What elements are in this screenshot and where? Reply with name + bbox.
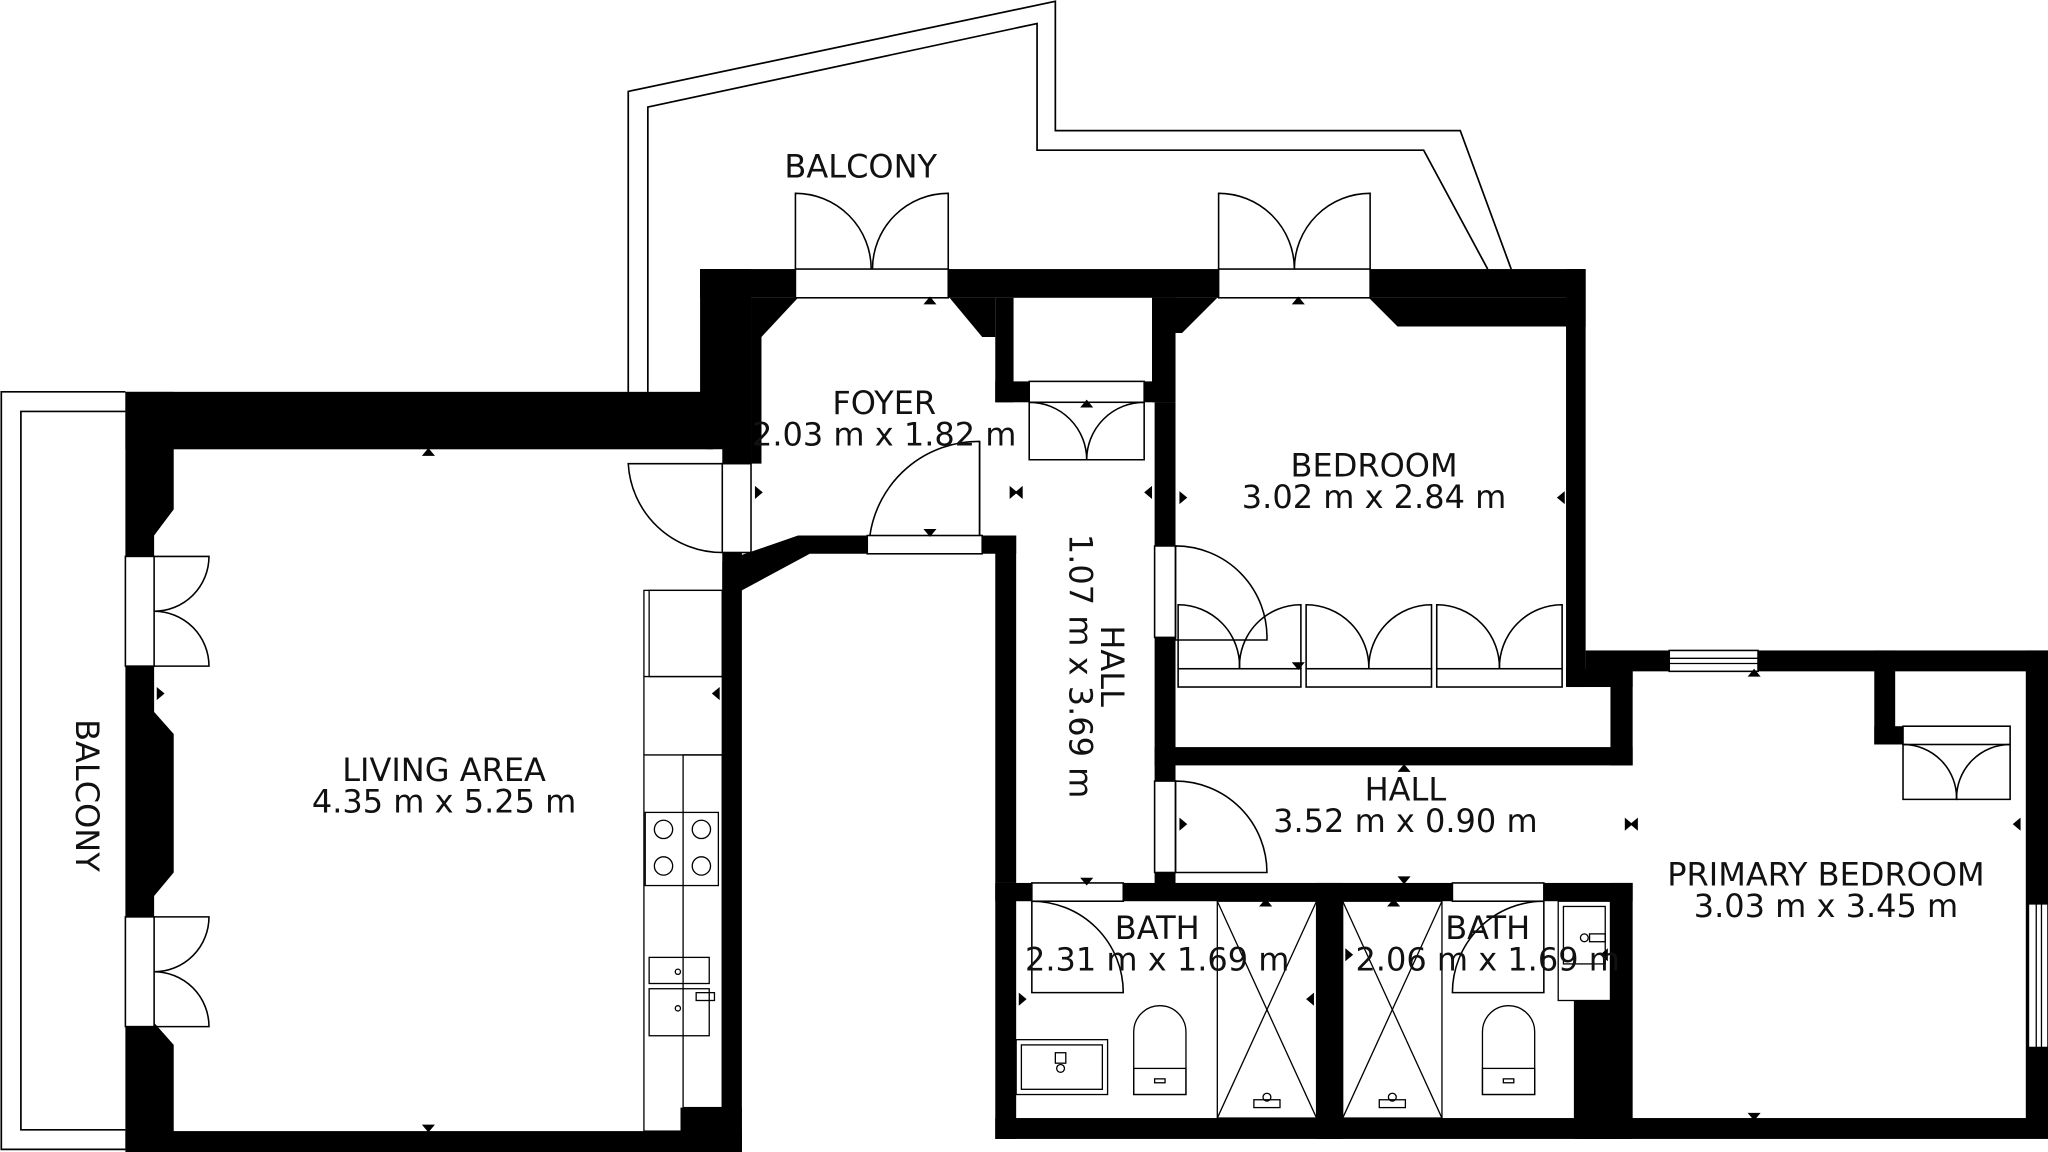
- hall-horizontal-name: HALL: [1365, 771, 1447, 809]
- kitchen-fridge: [648, 589, 723, 678]
- door-bath2-frame: [1451, 882, 1545, 903]
- bath1-left-wall: [995, 882, 1017, 1139]
- window-bedroom-balcony: [1217, 268, 1371, 299]
- bedroom-name: BEDROOM: [1291, 447, 1458, 485]
- door-closet-frame: [1028, 380, 1145, 404]
- door-foyer-hall-frame: [866, 534, 983, 555]
- bath2-right-wall: [1573, 1000, 1614, 1139]
- window-foyer-balcony: [794, 268, 950, 299]
- foyer-size: 2.03 m x 1.82 m: [752, 415, 1016, 453]
- window-living-left-upper: [124, 555, 155, 667]
- foyer-right-chamfer: [949, 297, 996, 337]
- bath-1-size: 2.31 m x 1.69 m: [1025, 940, 1289, 978]
- burner-icon: [691, 856, 712, 876]
- foyer-name: FOYER: [832, 384, 936, 422]
- hall-vertical-size: 1.07 m x 3.69 m: [1062, 534, 1100, 798]
- room-labels: BALCONY BALCONY FOYER 2.03 m x 1.82 m BE…: [68, 148, 1985, 979]
- window-primary-top: [1668, 649, 1759, 673]
- wardrobe-top-wall: [1566, 668, 1633, 688]
- door-bedroom-frame: [1153, 545, 1177, 639]
- closet-left-wall: [995, 297, 1014, 403]
- living-left-wall: [125, 391, 174, 1150]
- bedroom-size: 3.02 m x 2.84 m: [1242, 478, 1506, 516]
- bath-divider-wall: [1316, 882, 1343, 1139]
- balcony-top-name: BALCONY: [784, 148, 937, 186]
- kitchen-sink-small: [648, 956, 710, 985]
- top-balcony-outline: [627, 0, 1512, 392]
- hall-divider-lower: [1154, 637, 1176, 782]
- bath-2-size: 2.06 m x 1.69 m: [1355, 940, 1619, 978]
- door-bath1-frame: [1031, 882, 1125, 903]
- wardrobe-bottom-wall: [1154, 747, 1633, 766]
- kitchen-bottom-block: [680, 1107, 742, 1152]
- walls: [125, 269, 2048, 1152]
- hall-left-wall: [995, 535, 1017, 883]
- toilet-icon: [1481, 1005, 1536, 1096]
- bath-bottom-wall: [995, 1118, 1612, 1139]
- bath1-vanity: [1015, 1039, 1109, 1096]
- wardrobe-right-wall: [1610, 668, 1633, 766]
- living-area-size: 4.35 m x 5.25 m: [312, 782, 576, 820]
- primary-right-wall: [2025, 650, 2048, 1137]
- bath-1-name: BATH: [1115, 909, 1200, 947]
- hall-divider-bottom: [1154, 872, 1176, 886]
- bedroom-left-chamfer: [1152, 297, 1218, 403]
- burner-icon: [653, 856, 674, 876]
- burner-icon: [691, 819, 712, 840]
- toilet-icon: [1133, 1005, 1187, 1096]
- window-primary-right: [2027, 903, 2048, 1049]
- kitchen-tall-cabinet: [682, 754, 723, 1109]
- bath-1-fixtures: [1015, 900, 1318, 1119]
- living-top-corner: [700, 269, 752, 464]
- bedroom-right-chamfer: [1368, 297, 1586, 327]
- doors: [154, 192, 2011, 1028]
- bath2-sink: [1557, 900, 1612, 1002]
- kitchen: [643, 589, 723, 1132]
- window-living-left-lower: [124, 916, 155, 1028]
- dimension-ticks: [156, 296, 2021, 1133]
- primary-closet-left: [1874, 650, 1896, 745]
- hall-vertical-name: HALL: [1093, 625, 1131, 707]
- living-right-wall: [722, 535, 742, 1150]
- primary-bottom-wall: [1585, 1118, 2048, 1139]
- windows: [124, 268, 2048, 1049]
- living-area-name: LIVING AREA: [342, 751, 546, 789]
- bath-2-name: BATH: [1445, 909, 1530, 947]
- door-primary-hall-frame: [1153, 780, 1177, 874]
- burner-icon: [653, 819, 674, 840]
- primary-left-wall: [1610, 882, 1633, 1139]
- balcony-left-name: BALCONY: [68, 719, 106, 872]
- left-balcony-outline: [0, 390, 126, 1151]
- door-living-entry-frame: [721, 462, 752, 554]
- primary-closet-bottom: [1874, 726, 1904, 745]
- hall-bedroom-divider: [1154, 402, 1176, 546]
- living-top-wall: [125, 391, 714, 450]
- kitchen-cooktop: [644, 811, 720, 887]
- primary-bedroom-size: 3.03 m x 3.45 m: [1694, 887, 1958, 925]
- foyer-left-chamfer: [751, 297, 799, 464]
- primary-top-wall: [1585, 650, 2048, 672]
- door-primary-closet-frame: [1902, 725, 2011, 746]
- primary-bedroom-name: PRIMARY BEDROOM: [1667, 856, 1984, 894]
- hall-horizontal-size: 3.52 m x 0.90 m: [1273, 802, 1537, 840]
- kitchen-sink-large: [648, 988, 710, 1037]
- living-bottom-wall: [125, 1131, 742, 1152]
- bedroom-right-wall: [1566, 269, 1586, 688]
